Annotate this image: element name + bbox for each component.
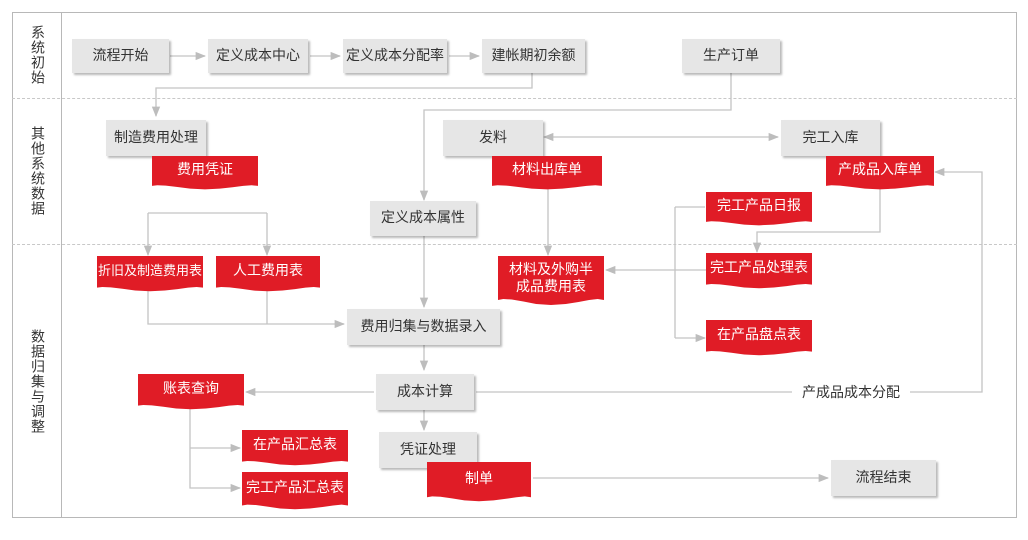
define-cost-center-node: 定义成本中心 bbox=[208, 39, 308, 73]
completed-daily-doc: 完工产品日报 bbox=[706, 192, 812, 226]
section-label-init: 系统初始 bbox=[29, 25, 45, 85]
material-issue-node: 发料 bbox=[443, 120, 543, 156]
labor-cost-table-doc: 人工费用表 bbox=[216, 256, 320, 292]
production-order-node: 生产订单 bbox=[682, 39, 780, 73]
expense-voucher-doc: 费用凭证 bbox=[152, 156, 258, 190]
section-divider-2 bbox=[12, 244, 1017, 245]
wip-count-table-doc: 在产品盘点表 bbox=[706, 320, 812, 356]
depreciation-table-doc: 折旧及制造费用表 bbox=[97, 256, 203, 292]
init-balance-node: 建帐期初余额 bbox=[482, 39, 585, 73]
section-divider-1 bbox=[12, 98, 1017, 99]
voucher-process-node: 凭证处理 bbox=[379, 432, 477, 468]
make-voucher-doc: 制单 bbox=[427, 462, 531, 502]
define-cost-attr-node: 定义成本属性 bbox=[370, 201, 476, 236]
product-in-doc: 产成品入库单 bbox=[826, 156, 934, 190]
diagram-frame bbox=[12, 12, 1017, 518]
finished-cost-alloc-label: 产成品成本分配 bbox=[794, 382, 908, 402]
section-label-other-systems: 其他系统数据 bbox=[29, 126, 45, 216]
completed-summary-doc: 完工产品汇总表 bbox=[242, 472, 348, 510]
completed-process-table-doc: 完工产品处理表 bbox=[706, 253, 812, 289]
expense-collect-node: 费用归集与数据录入 bbox=[347, 309, 500, 345]
material-semi-table-doc: 材料及外购半成品费用表 bbox=[498, 256, 604, 305]
define-cost-rate-node: 定义成本分配率 bbox=[343, 39, 447, 73]
mfg-expense-process-node: 制造费用处理 bbox=[106, 120, 206, 156]
section-label-column bbox=[12, 12, 62, 518]
ledger-query-doc: 账表查询 bbox=[138, 374, 244, 410]
flow-start-node: 流程开始 bbox=[72, 39, 169, 73]
complete-storage-node: 完工入库 bbox=[781, 120, 880, 156]
flow-end-node: 流程结束 bbox=[831, 460, 936, 496]
wip-summary-doc: 在产品汇总表 bbox=[242, 430, 348, 466]
material-out-doc: 材料出库单 bbox=[492, 156, 602, 190]
section-label-collect-adjust: 数据归集与调整 bbox=[29, 328, 45, 434]
cost-calc-node: 成本计算 bbox=[376, 374, 474, 410]
